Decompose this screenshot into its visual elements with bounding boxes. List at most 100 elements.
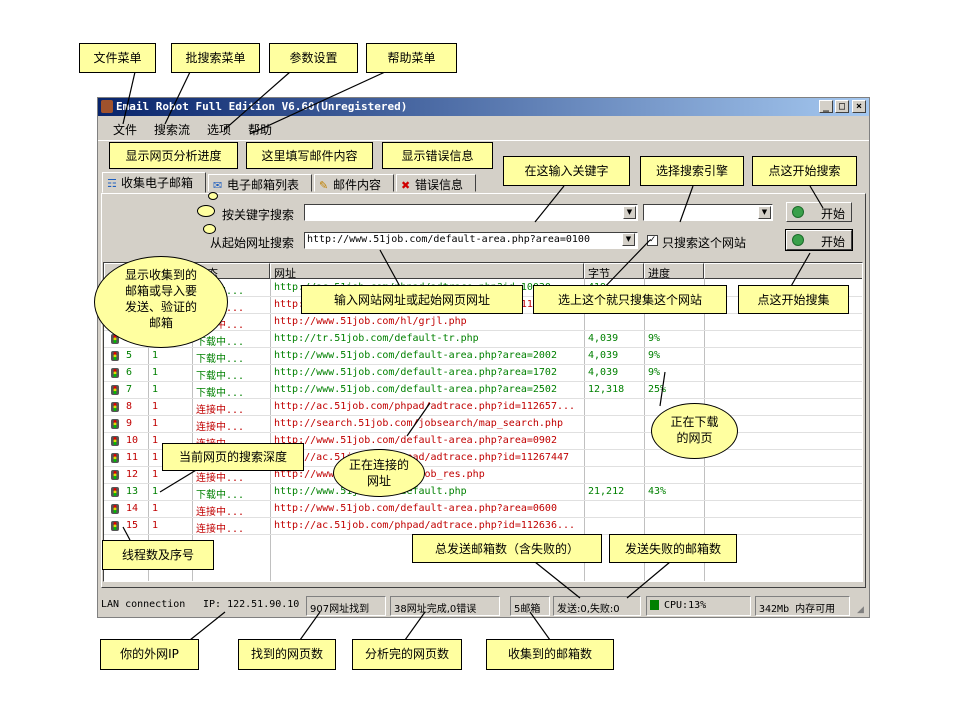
go-icon <box>792 206 804 218</box>
callout-total-sent: 总发送邮箱数（含失败的） <box>412 534 602 563</box>
cell-thread-id: 13 <box>126 486 139 497</box>
callout-depth: 当前网页的搜索深度 <box>162 443 304 471</box>
tab-label: 收集电子邮箱 <box>121 176 194 190</box>
start-url-input[interactable]: http://www.51job.com/default-area.php?ar… <box>304 232 638 249</box>
row-divider <box>104 500 862 501</box>
cell-bytes: 4,039 <box>588 333 619 344</box>
cloud-line: 网址 <box>366 474 391 488</box>
cell-url[interactable]: http://www.51job.com/default-area.php?ar… <box>274 503 557 514</box>
col-header-blank <box>704 263 862 279</box>
cell-thread-id: 9 <box>126 418 133 429</box>
col-header-bytes[interactable]: 字节 <box>584 263 644 280</box>
keyword-input[interactable]: ▼ <box>304 204 638 221</box>
menu-file[interactable]: 文件 <box>113 123 138 137</box>
tab-error-info[interactable]: ✖ 错误信息 <box>396 174 476 192</box>
cell-thread-id: 10 <box>126 435 139 446</box>
cloud-line: 正在下载 <box>670 415 719 429</box>
cell-depth: 1 <box>152 367 159 378</box>
app-logo-icon <box>101 100 113 113</box>
cloud-line: 邮箱或导入要 <box>124 284 197 298</box>
callout-failed: 发送失败的邮箱数 <box>609 534 737 563</box>
cell-progress: 9% <box>648 350 661 361</box>
close-button[interactable]: × <box>852 100 866 113</box>
minimize-button[interactable]: _ <box>819 100 833 113</box>
thread-icon <box>111 385 119 395</box>
status-ip: IP: 122.51.90.10 <box>203 599 300 610</box>
thread-icon <box>111 436 119 446</box>
chevron-down-icon[interactable]: ▼ <box>622 233 635 246</box>
tab-mail-content[interactable]: ✎邮件内容 <box>314 174 394 192</box>
chevron-down-icon[interactable]: ▼ <box>623 206 636 219</box>
cell-url[interactable]: http://search.51job.com/jobsearch/map_se… <box>274 418 563 429</box>
row-divider <box>104 483 862 484</box>
menu-options[interactable]: 选项 <box>207 123 232 137</box>
cloud-line: 的网页 <box>676 431 713 445</box>
cell-url[interactable]: http://ac.51job.com/phpad/adtrace.php?id… <box>274 401 576 412</box>
cell-url[interactable]: http://www.51job.com/default-area.php?ar… <box>274 367 557 378</box>
cell-progress: 25% <box>648 384 667 395</box>
cell-url[interactable]: http://www.51job.com/hl/grjl.php <box>274 316 467 327</box>
tab-label: 错误信息 <box>415 178 464 192</box>
callout-error-info: 显示错误信息 <box>382 142 493 169</box>
row-divider <box>104 330 862 331</box>
cell-depth: 1 <box>152 520 159 531</box>
thread-icon <box>111 419 119 429</box>
cell-url[interactable]: http://www.51job.com/default-area.php?ar… <box>274 350 557 361</box>
cell-progress: 9% <box>648 333 661 344</box>
cell-url[interactable]: http://www.51job.com/default-area.php?ar… <box>274 384 557 395</box>
menu-help[interactable]: 帮助 <box>248 123 273 137</box>
row-divider <box>104 398 862 399</box>
search-engine-select[interactable]: ▼ <box>643 204 773 221</box>
resize-grip-icon[interactable]: ◢ <box>857 605 864 615</box>
cell-bytes: 4,039 <box>588 367 619 378</box>
title-bar[interactable]: Email Robot Full Edition V6.60(Unregiste… <box>98 98 869 116</box>
error-x-icon: ✖ <box>401 179 411 192</box>
button-label: 开始 <box>820 207 845 221</box>
maximize-button[interactable]: □ <box>835 100 849 113</box>
cell-depth: 1 <box>152 435 159 446</box>
callout-enter-keyword: 在这输入关键字 <box>503 156 630 186</box>
thread-icon <box>111 368 119 378</box>
menu-bar: 文件 搜索流 选项 帮助 <box>98 118 869 138</box>
status-connection: LAN connection <box>101 599 186 610</box>
row-divider <box>104 432 862 433</box>
cell-url[interactable]: http://ac.51job.com/phpad/adtrace.php?id… <box>274 520 576 531</box>
thread-icon <box>111 504 119 514</box>
thread-icon <box>111 487 119 497</box>
url-grid[interactable]: 状态 网址 字节 进度 11下载中...http://ac.51job.com/… <box>103 262 863 582</box>
status-bar: LAN connection IP: 122.51.90.10 907网址找到 … <box>98 596 869 617</box>
callout-site-only: 选上这个就只搜集这个网站 <box>533 285 727 314</box>
url-start-button[interactable]: 开始 <box>785 229 853 251</box>
cloud-line: 显示收集到的 <box>124 268 197 282</box>
table-row[interactable]: 131下载中...http://www.51job.com/default.ph… <box>104 484 862 501</box>
site-only-label: 只搜索这个网站 <box>662 236 747 250</box>
cell-depth: 1 <box>152 350 159 361</box>
site-only-checkbox[interactable]: ✓ <box>647 235 658 246</box>
callout-thread: 线程数及序号 <box>102 540 214 570</box>
button-label: 开始 <box>820 235 845 249</box>
keyword-start-button[interactable]: 开始 <box>786 202 852 222</box>
thought-bubble <box>197 205 215 217</box>
menu-search-flow[interactable]: 搜索流 <box>154 123 191 137</box>
col-header-progress[interactable]: 进度 <box>644 263 704 280</box>
tab-collect-emails[interactable]: ☶ 收集电子邮箱 <box>102 172 206 193</box>
cell-status: 下载中... <box>196 354 245 365</box>
thread-icon <box>111 453 119 463</box>
table-row[interactable]: 41下载中...http://tr.51job.com/default-tr.p… <box>104 331 862 348</box>
cell-url[interactable]: http://ac.51job.com/phpad/adtrace.php?id… <box>274 452 570 463</box>
cell-url[interactable]: http://www.51job.com/default-area.php?ar… <box>274 435 557 446</box>
cell-thread-id: 14 <box>126 503 139 514</box>
cell-url[interactable]: http://tr.51job.com/default-tr.php <box>274 333 479 344</box>
col-header-url[interactable]: 网址 <box>270 263 584 280</box>
tab-email-list[interactable]: ✉电子邮箱列表 <box>208 174 312 192</box>
network-icon: ☶ <box>107 177 117 190</box>
chevron-down-icon[interactable]: ▼ <box>758 206 771 219</box>
callout-choose-engine: 选择搜索引擎 <box>640 156 744 186</box>
